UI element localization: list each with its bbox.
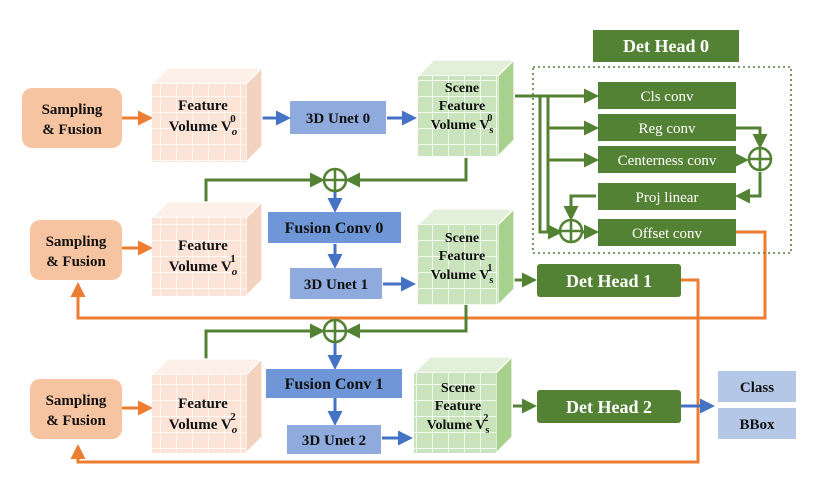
centerness-conv-box <box>598 146 736 173</box>
det-head-2-label: Det Head 2 <box>566 397 652 417</box>
det-head-0-title-box <box>593 30 739 62</box>
scene-volume-cube-0 <box>416 58 516 158</box>
sampling-label: Sampling & Fusion <box>42 102 103 138</box>
scene-volume-1-sub: s <box>489 275 493 286</box>
feature-volume-cube-1 <box>150 200 264 298</box>
det-head-0-frame <box>532 66 792 254</box>
sampling-line-2: & Fusion <box>42 122 102 138</box>
unet-0-box <box>290 101 386 134</box>
sampling-line-1: Sampling <box>46 393 107 409</box>
feature-volume-2-sym: Volume V <box>169 417 232 433</box>
sampling-fusion-2: Sampling & Fusion <box>30 379 122 439</box>
arrow-reg-to-rplus <box>736 126 768 149</box>
sampling-line-2: & Fusion <box>46 413 106 429</box>
arrow-proj-to-lplus <box>563 194 596 221</box>
det-head-2-box <box>537 390 681 423</box>
sampling-line-1: Sampling <box>42 102 103 118</box>
output-class-label: Class <box>740 380 774 396</box>
sampling-label: Sampling & Fusion <box>46 393 107 429</box>
feature-volume-0-title: Feature <box>178 98 228 114</box>
feature-volume-2-title: Feature <box>178 396 228 412</box>
offset-conv-label: Offset conv <box>632 226 703 242</box>
feature-volume-1-title: Feature <box>178 238 228 254</box>
det-head-1-box <box>537 264 681 297</box>
scene-volume-cube-1 <box>416 207 516 307</box>
arrow-feature1-to-plus0 <box>204 172 325 205</box>
scene-volume-2-sub: s <box>485 425 489 436</box>
fusion-conv-0-box <box>268 212 401 243</box>
scene-volume-2-symbol: Volume Vs2 <box>427 413 490 436</box>
arrow-feature2-to-plus1 <box>204 323 325 362</box>
scene-volume-0-sym: Volume V <box>431 118 490 133</box>
det-head-1-label: Det Head 1 <box>566 271 652 291</box>
scene-volume-2-title-2: Feature <box>435 399 481 414</box>
fusion-conv-0-label: Fusion Conv 0 <box>285 220 384 237</box>
scene-volume-1-symbol: Volume Vs1 <box>431 263 494 286</box>
scene-volume-0-symbol: Volume Vs0 <box>431 113 494 136</box>
feature-volume-1-sym: Volume V <box>169 259 232 275</box>
plus-icon <box>558 218 584 244</box>
centerness-conv-label: Centerness conv <box>618 153 717 169</box>
feature-volume-1-sup: 1 <box>230 253 236 265</box>
unet-1-box <box>290 268 382 299</box>
scene-volume-1-title-2: Feature <box>439 249 485 264</box>
scene-volume-0-sub: s <box>489 125 493 136</box>
output-bbox-box <box>718 408 796 439</box>
plus-icon <box>322 318 348 344</box>
proj-linear-box <box>598 183 736 210</box>
output-bbox-label: BBox <box>739 417 775 433</box>
output-class-box <box>718 371 796 402</box>
arrow-scene0-to-plus0 <box>345 158 468 188</box>
feature-volume-1-symbol: Volume Vo1 <box>169 253 238 278</box>
feature-volume-2-sup: 2 <box>230 411 236 423</box>
feature-volume-1-sub: o <box>232 266 238 278</box>
sampling-fusion-1: Sampling & Fusion <box>30 220 122 280</box>
scene-volume-2-title-1: Scene <box>441 381 475 396</box>
feature-volume-cube-0 <box>150 66 264 164</box>
feature-volume-0-sup: 0 <box>230 113 236 125</box>
scene-volume-1-sup: 1 <box>487 263 492 274</box>
proj-linear-label: Proj linear <box>636 190 699 206</box>
scene-volume-0-title-1: Scene <box>445 81 479 96</box>
unet-2-box <box>287 425 381 454</box>
unet-0-label: 3D Unet 0 <box>306 111 370 127</box>
det-head-0-branches: Cls conv Reg conv Centerness conv Proj l… <box>598 82 736 246</box>
connectors <box>70 88 768 464</box>
feature-volume-0-sym: Volume V <box>169 119 232 135</box>
scene-volume-0-sup: 0 <box>487 113 492 124</box>
sampling-line-2: & Fusion <box>46 254 106 270</box>
sampling-label: Sampling & Fusion <box>46 234 107 270</box>
feedback-offset-to-sampling-1 <box>70 230 767 320</box>
offset-conv-box <box>598 219 736 246</box>
feature-volume-0-symbol: Volume Vo0 <box>169 113 238 138</box>
scene-volume-1-sym: Volume V <box>431 268 490 283</box>
feature-volume-2-sub: o <box>232 424 238 436</box>
plus-icon <box>747 146 773 172</box>
scene-volume-0-title-2: Feature <box>439 99 485 114</box>
scene-volume-2-sym: Volume V <box>427 418 486 433</box>
scene-volume-1-title-1: Scene <box>445 231 479 246</box>
feedback-head1-to-sampling-2 <box>70 278 700 464</box>
scene-volume-cube-2 <box>412 355 514 455</box>
feature-volume-cube-2 <box>150 357 264 455</box>
det-head-0-title: Det Head 0 <box>623 36 709 56</box>
arrow-scene1-to-plus1 <box>345 303 468 339</box>
cls-conv-label: Cls conv <box>641 89 694 105</box>
arrow-rplus-to-proj <box>735 172 762 204</box>
fusion-conv-1-box <box>266 369 402 398</box>
cls-conv-box <box>598 82 736 109</box>
arrow-trunk <box>515 94 563 240</box>
fusion-conv-1-label: Fusion Conv 1 <box>285 376 384 393</box>
scene-volume-2-sup: 2 <box>483 413 488 424</box>
feature-volume-2-symbol: Volume Vo2 <box>169 411 238 436</box>
plus-icon <box>322 167 348 193</box>
reg-conv-label: Reg conv <box>638 121 696 137</box>
unet-2-label: 3D Unet 2 <box>302 433 366 449</box>
unet-1-label: 3D Unet 1 <box>304 277 368 293</box>
reg-conv-box <box>598 114 736 141</box>
sampling-fusion-0: Sampling & Fusion <box>22 88 122 148</box>
feature-volume-0-sub: o <box>232 126 238 138</box>
sampling-line-1: Sampling <box>46 234 107 250</box>
